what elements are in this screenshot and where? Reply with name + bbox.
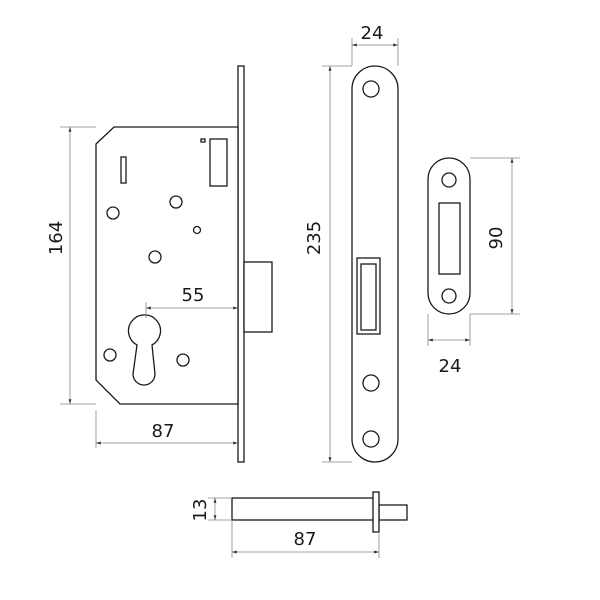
screw-hole <box>362 430 380 448</box>
mounting-hole <box>176 353 190 367</box>
backset-label: 55 <box>182 285 205 306</box>
faceplate-width-label: 24 <box>361 23 384 44</box>
strike-width-label: 24 <box>439 356 462 377</box>
mounting-hole <box>169 195 183 209</box>
strike-length-label: 90 <box>486 227 507 250</box>
screw-hole <box>362 80 380 98</box>
lock-faceplate-edge <box>237 65 245 463</box>
bolt-side-view: 13 87 <box>190 491 408 558</box>
bolt-body <box>231 497 375 521</box>
latch-bolt <box>243 261 273 333</box>
screw-hole <box>441 172 457 188</box>
pin-hole <box>192 225 202 235</box>
mounting-hole <box>103 348 117 362</box>
mounting-hole <box>106 206 120 220</box>
screw-hole <box>362 374 380 392</box>
slot <box>120 156 127 184</box>
strike-plate-view: 90 24 <box>427 157 520 377</box>
faceplate-view: 24 235 <box>304 23 399 463</box>
strike-opening <box>438 202 461 275</box>
bolt-thickness-label: 13 <box>190 499 211 522</box>
lock-depth-label: 87 <box>152 421 175 442</box>
faceplate-length-label: 235 <box>304 221 325 255</box>
mounting-hole <box>148 250 162 264</box>
small-square <box>200 138 206 143</box>
bolt-length-label: 87 <box>294 529 317 550</box>
bolt-flange <box>372 491 380 533</box>
deadbolt-window <box>209 138 228 187</box>
cylinder-keyhole <box>127 314 162 386</box>
bolt-spindle <box>378 504 408 521</box>
lock-body-view: 164 55 87 <box>46 65 273 463</box>
lock-height-label: 164 <box>46 221 67 255</box>
latch-opening-inner <box>360 263 377 331</box>
screw-hole <box>441 288 457 304</box>
